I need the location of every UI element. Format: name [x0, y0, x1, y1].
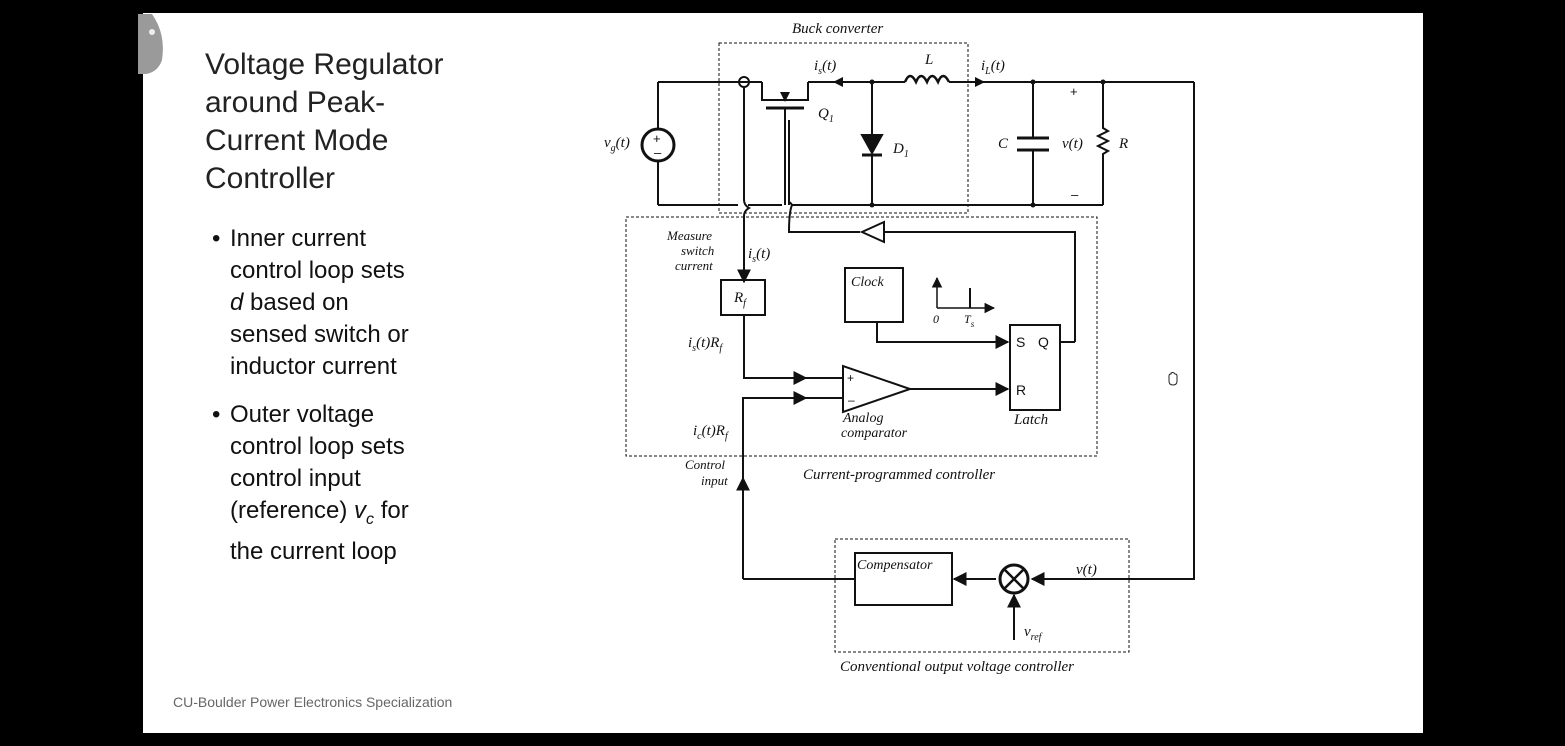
sense-resistor-label: Rf	[733, 290, 747, 309]
bullet-variable: v	[354, 497, 367, 524]
bullet-text: inductor current	[230, 353, 397, 380]
latch-s-label: S	[1016, 334, 1025, 350]
title-line: Current Mode	[205, 124, 389, 157]
inductor-label: L	[924, 52, 933, 68]
slide	[143, 13, 1423, 733]
bullet-text: control loop sets	[230, 433, 405, 460]
title-line: around Peak-	[205, 86, 386, 119]
bullet-variable: d	[230, 289, 244, 316]
bullet-text: based on	[243, 289, 349, 316]
output-voltage-label: v(t)	[1062, 136, 1083, 152]
output-voltage-controller-box	[834, 538, 1130, 653]
measure-label: switch	[681, 243, 714, 258]
bullet-text: control input	[230, 465, 361, 492]
bullet-text: sensed switch or	[230, 321, 409, 348]
output-plus-sign: +	[1070, 84, 1078, 99]
current-programmed-controller-box	[625, 216, 1098, 457]
bullet-text: Outer voltage	[230, 401, 375, 428]
bullet-subscript: c	[366, 510, 375, 528]
bullet-text: for	[374, 497, 409, 524]
bullet-item-outer-loop: • Outer voltage control loop sets contro…	[210, 399, 450, 568]
clock-period-label: Ts	[964, 312, 975, 329]
inductor-symbol	[903, 74, 951, 85]
latch-q-label: Q	[1038, 334, 1049, 350]
buck-converter-box	[718, 42, 969, 214]
latch-r-label: R	[1016, 382, 1026, 398]
measure-label: current	[675, 258, 713, 273]
control-input-label: Control	[685, 457, 725, 472]
voltage-source-symbol	[640, 127, 676, 163]
resistor-symbol	[1095, 82, 1111, 205]
mosfet-arrow-icon	[780, 92, 790, 102]
output-voltage-controller-label: Conventional output voltage controller	[840, 659, 1074, 675]
sensed-current-label: is(t)	[748, 246, 770, 265]
source-minus-sign: –	[654, 145, 662, 160]
switch-current-label: is(t)	[814, 58, 836, 77]
diode-symbol	[860, 134, 884, 156]
hand-cursor-icon	[1168, 372, 1178, 386]
clock-block	[844, 267, 904, 323]
capacitor-label: C	[998, 136, 1009, 152]
slide-title: Voltage Regulator around Peak- Current M…	[205, 46, 475, 198]
feedback-voltage-label: v(t)	[1076, 562, 1097, 578]
source-plus-sign: +	[653, 131, 661, 146]
control-input-label: input	[701, 473, 728, 488]
latch-label: Latch	[1013, 412, 1048, 428]
inductor-current-label: iL(t)	[981, 58, 1005, 77]
clock-zero-label: 0	[933, 312, 939, 326]
presenter-menu-icon[interactable]	[138, 14, 166, 74]
bullet-text: the current loop	[230, 537, 397, 565]
analog-comparator-symbol	[842, 364, 914, 414]
sensed-voltage-label: is(t)Rf	[688, 335, 723, 354]
bullet-list: • Inner current control loop sets d base…	[210, 223, 450, 584]
title-line: Controller	[205, 162, 336, 195]
comparator-plus-sign: +	[847, 371, 854, 385]
diode-d1-label: D1	[892, 141, 909, 160]
bullet-item-inner-loop: • Inner current control loop sets d base…	[210, 223, 450, 383]
current-programmed-controller-label: Current-programmed controller	[803, 467, 995, 483]
slide-footer: CU-Boulder Power Electronics Specializat…	[173, 694, 453, 710]
gate-driver-buffer	[859, 220, 885, 244]
title-line: Voltage Regulator	[205, 48, 444, 81]
bullet-dot-icon: •	[212, 401, 221, 428]
comparator-minus-sign: –	[848, 393, 855, 407]
bullet-dot-icon: •	[212, 225, 221, 252]
load-resistor-label: R	[1118, 136, 1128, 152]
output-minus-sign: –	[1071, 187, 1079, 202]
analog-comparator-label: Analog	[842, 411, 883, 426]
buck-converter-label: Buck converter	[792, 21, 883, 37]
bullet-text: (reference)	[230, 497, 355, 524]
compensator-label: Compensator	[857, 558, 933, 573]
bullet-text: Inner current	[230, 225, 367, 252]
input-voltage-label: vg(t)	[604, 135, 630, 154]
analog-comparator-label: comparator	[841, 426, 908, 441]
reference-voltage-label: vref	[1024, 624, 1043, 643]
bullet-text: control loop sets	[230, 257, 405, 284]
measure-label: Measure	[666, 228, 712, 243]
sr-latch-block	[1009, 324, 1061, 411]
switch-q1-label: Q1	[818, 106, 834, 125]
clock-label: Clock	[851, 275, 884, 290]
summing-junction-symbol	[998, 563, 1030, 595]
control-voltage-label: ic(t)Rf	[693, 423, 729, 442]
